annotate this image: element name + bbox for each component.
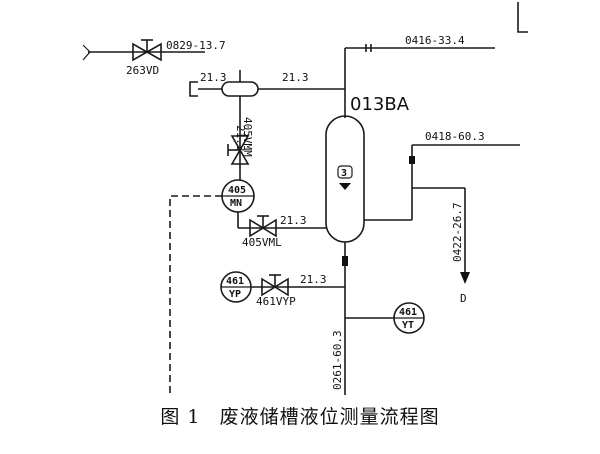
signal-line xyxy=(169,195,222,395)
valve-405vml-label: 405VML xyxy=(242,236,282,249)
blind-end xyxy=(189,81,198,97)
pipe-0261-flange xyxy=(342,256,348,266)
valve-263vd-label: 263VD xyxy=(126,64,159,77)
valve-405vml xyxy=(249,215,277,238)
figure-number: 图 1 xyxy=(160,406,201,428)
size-21-3-d: 21.3 xyxy=(300,273,327,286)
instrument-461yp-bot: YP xyxy=(229,289,241,300)
figure-title: 废液储槽液位测量流程图 xyxy=(219,406,440,428)
valve-405vmm xyxy=(227,135,250,165)
figure-caption: 图 1 废液储槽液位测量流程图 xyxy=(0,402,600,429)
pipe-0418-flange xyxy=(409,156,415,164)
direction-d: D xyxy=(460,292,467,305)
corner-mark xyxy=(517,2,528,33)
size-21-3-b: 21.3 xyxy=(282,71,309,84)
separator-pot xyxy=(221,70,259,97)
line-0261-label: 0261-60.3 xyxy=(331,330,344,390)
vessel-013ba xyxy=(325,115,365,243)
valve-461vyp-label: 461VYP xyxy=(256,295,296,308)
instrument-405mn-top: 405 xyxy=(228,185,246,196)
flow-arrow-d xyxy=(460,272,470,284)
svg-text:3: 3 xyxy=(341,168,347,179)
instrument-461yt-top: 461 xyxy=(399,307,417,318)
instrument-405mn-bot: MN xyxy=(230,198,242,209)
line-0422-label: 0422-26.7 xyxy=(451,202,464,262)
valve-263vd xyxy=(132,39,162,62)
line-0829-label: 0829-13.7 xyxy=(166,39,226,52)
valve-405vmm-label: 405VMM xyxy=(241,117,254,157)
line-0418-label: 0418-60.3 xyxy=(425,130,485,143)
size-21-3-a: 21.3 xyxy=(200,71,227,84)
line-0416-label: 0416-33.4 xyxy=(405,34,465,47)
size-21-3-c: 21.3 xyxy=(280,214,307,227)
vessel-tag: 013BA xyxy=(350,94,410,115)
instrument-461yt-bot: YT xyxy=(402,320,414,331)
level-indicator: 3 xyxy=(337,165,353,190)
instrument-461yp-top: 461 xyxy=(226,276,244,287)
valve-461vyp xyxy=(261,274,289,297)
